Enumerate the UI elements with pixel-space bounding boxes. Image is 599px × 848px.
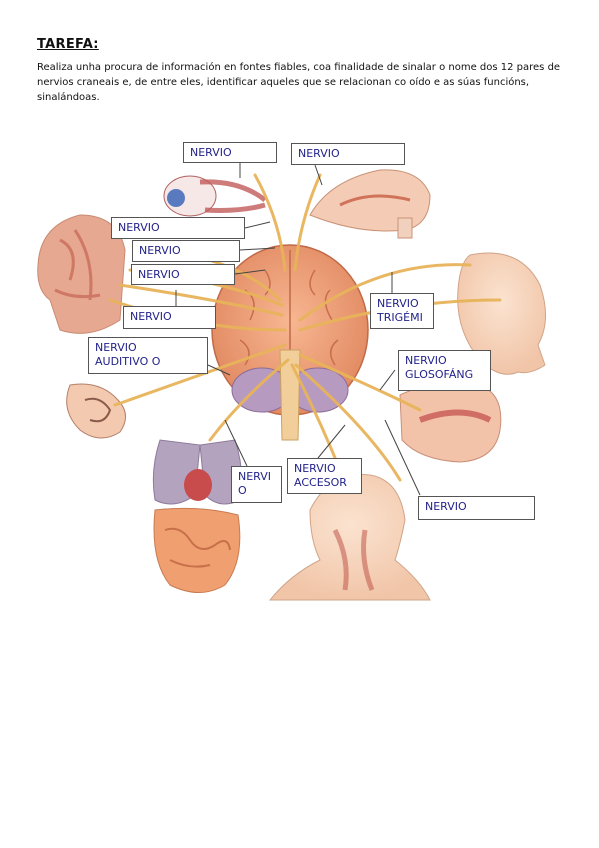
label-optic-nerve[interactable]: NERVIO <box>291 143 405 165</box>
label-facial-nerve[interactable]: NERVIO <box>123 306 216 329</box>
label-trochlear-nerve[interactable]: NERVIO <box>132 240 240 262</box>
label-abducens-nerve[interactable]: NERVIO <box>131 264 235 285</box>
nasal-cavity-figure <box>309 169 431 232</box>
left-face-muscles <box>54 229 101 301</box>
task-instructions: Realiza unha procura de información en f… <box>37 62 561 103</box>
intestines-figure <box>153 507 241 593</box>
task-heading: TAREFA: <box>37 37 99 52</box>
label-trigeminal-nerve[interactable]: NERVIO TRIGÉMI <box>370 293 434 329</box>
label-glossopharyngeal-nerve[interactable]: NERVIO GLOSOFÁNG _ _ <box>398 350 491 391</box>
heart-figure <box>184 469 212 501</box>
leader-lines <box>175 162 421 496</box>
label-hypoglossal-nerve[interactable]: NERVIO <box>418 496 535 520</box>
label-oculomotor-nerve[interactable]: NERVIO <box>111 217 245 239</box>
label-accessory-nerve[interactable]: NERVIO ACCESOR <box>287 458 362 494</box>
label-auditory-nerve[interactable]: NERVIO AUDITIVO O <box>88 337 208 374</box>
throat-figure <box>399 383 502 463</box>
label-vagus-nerve[interactable]: NERVI O <box>231 466 282 503</box>
neck-figure <box>268 473 431 601</box>
right-face-figure <box>457 252 546 375</box>
label-olfactory-nerve[interactable]: NERVIO <box>183 142 277 163</box>
inner-ear-figure <box>66 383 126 439</box>
